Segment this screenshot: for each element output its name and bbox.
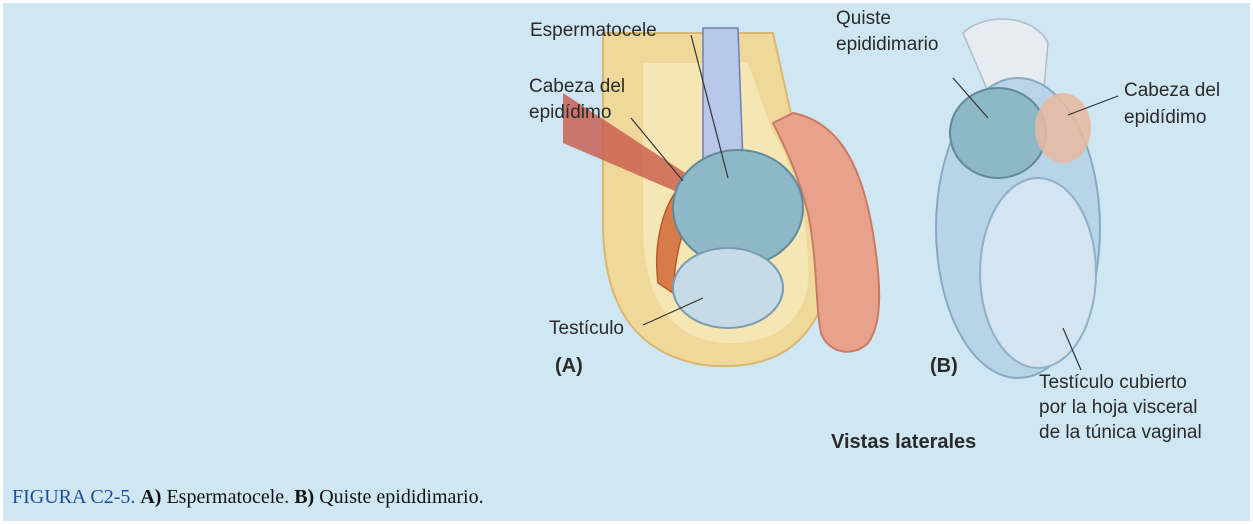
label-cabeza-del-a-2: epidídimo [529, 102, 611, 124]
label-cabeza-del-a-1: Cabeza del [529, 76, 625, 98]
label-panel-a: (A) [555, 355, 583, 377]
caption-b-text: Quiste epididimario. [319, 486, 483, 508]
epididymis-head-b [1035, 93, 1091, 163]
label-testiculo-b-2: por la hoja visceral [1039, 397, 1197, 419]
label-testiculo-b-1: Testículo cubierto [1039, 372, 1187, 394]
caption-a-text: Espermatocele. [166, 486, 289, 508]
label-vistas-laterales: Vistas laterales [831, 431, 976, 453]
epididymal-cyst [950, 88, 1046, 178]
illustration-panel: Espermatocele Cabeza del epidídimo Testí… [3, 3, 1250, 521]
testis-a [673, 248, 783, 328]
label-testiculo-a: Testículo [549, 318, 624, 340]
caption-lead: FIGURA C2-5. [12, 486, 135, 508]
label-quiste-1: Quiste [836, 8, 891, 30]
caption-b-mark: B) [294, 486, 314, 508]
figure-caption: FIGURA C2-5. A) Espermatocele. B) Quiste… [12, 486, 484, 509]
label-panel-b: (B) [930, 355, 958, 377]
label-espermatocele: Espermatocele [530, 20, 657, 42]
label-testiculo-b-3: de la túnica vaginal [1039, 422, 1202, 444]
testis-b [980, 178, 1096, 368]
label-quiste-2: epididimario [836, 34, 938, 56]
caption-a-mark: A) [140, 486, 161, 508]
label-cabeza-del-b-1: Cabeza del [1124, 80, 1220, 102]
label-cabeza-del-b-2: epidídimo [1124, 107, 1206, 129]
